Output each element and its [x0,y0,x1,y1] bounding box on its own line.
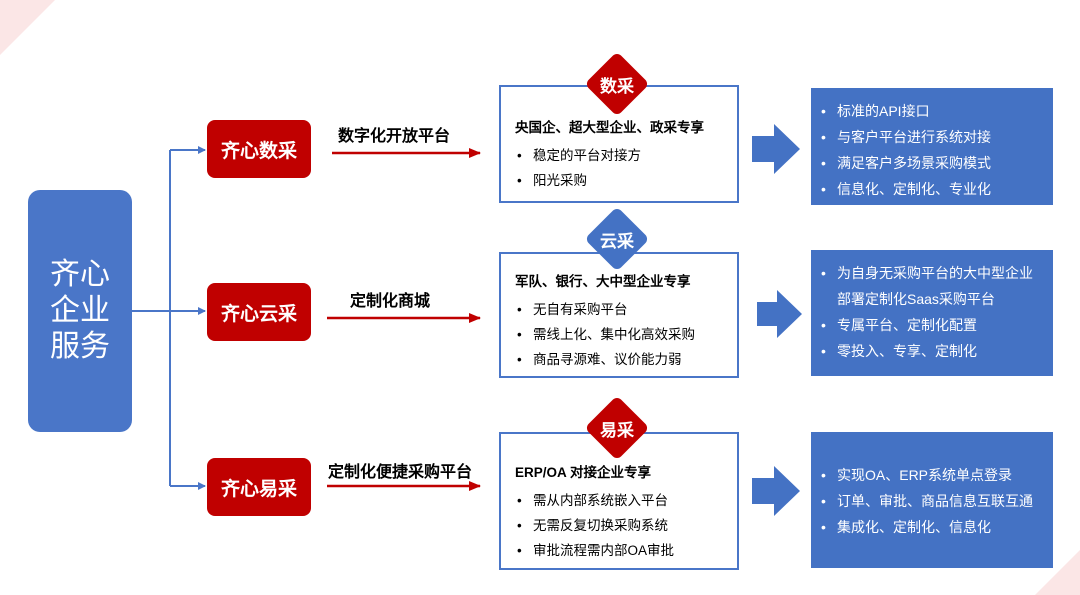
target-point: 稳定的平台对接方 [515,143,723,168]
feature-item: 信息化、定制化、专业化 [821,176,1043,202]
main-service-label: 齐心企业服务 [50,258,110,363]
target-point: 审批流程需内部OA审批 [515,538,723,563]
product-label: 齐心云采 [220,303,297,325]
badge-diamond-yuncai: 云采 [584,206,650,272]
channel-label: 定制化商城 [350,293,431,310]
corner-decoration-top-left [0,0,55,55]
product-box-yuncai: 齐心云采 [207,283,311,341]
feature-item: 零投入、专享、定制化 [821,338,1043,364]
target-title: ERP/OA 对接企业专享 [515,465,652,480]
feature-item: 集成化、定制化、信息化 [821,514,1043,540]
block-arrow-3 [752,466,800,516]
block-arrow-1 [752,124,800,174]
channel-label: 定制化便捷采购平台 [328,464,473,481]
feature-item: 实现OA、ERP系统单点登录 [821,462,1043,488]
badge-label: 云采 [600,231,634,251]
channel-label: 数字化开放平台 [338,128,451,145]
target-point: 无需反复切换采购系统 [515,513,723,538]
target-title: 军队、银行、大中型企业专享 [515,274,691,289]
feature-box-shucai: 标准的API接口 与客户平台进行系统对接 满足客户多场景采购模式 信息化、定制化… [811,88,1053,205]
target-point: 无自有采购平台 [515,297,723,322]
target-point: 需线上化、集中化高效采购 [515,322,723,347]
feature-box-yuncai: 为自身无采购平台的大中型企业 部署定制化Saas采购平台 专属平台、定制化配置 … [811,250,1053,376]
feature-item: 为自身无采购平台的大中型企业 [821,260,1043,286]
block-arrow-2 [757,290,802,338]
product-label: 齐心数采 [220,140,297,162]
feature-item: 订单、审批、商品信息互联互通 [821,488,1043,514]
product-box-yicai: 齐心易采 [207,458,311,516]
target-title: 央国企、超大型企业、政采专享 [515,120,704,135]
badge-label: 易采 [600,420,634,440]
target-point: 需从内部系统嵌入平台 [515,488,723,513]
target-point: 阳光采购 [515,168,723,193]
feature-item-continuation: 部署定制化Saas采购平台 [837,291,995,307]
badge-label: 数采 [600,76,634,96]
target-point: 商品寻源难、议价能力弱 [515,347,723,372]
feature-item: 与客户平台进行系统对接 [821,124,1043,150]
feature-item: 满足客户多场景采购模式 [821,150,1043,176]
main-service-box: 齐心企业服务 [28,190,132,432]
badge-diamond-yicai: 易采 [584,395,650,461]
feature-item: 专属平台、定制化配置 [821,312,1043,338]
badge-diamond-shucai: 数采 [584,51,650,117]
product-box-shucai: 齐心数采 [207,120,311,178]
feature-box-yicai: 实现OA、ERP系统单点登录 订单、审批、商品信息互联互通 集成化、定制化、信息… [811,432,1053,568]
feature-item: 标准的API接口 [821,98,1043,124]
product-label: 齐心易采 [220,478,297,500]
